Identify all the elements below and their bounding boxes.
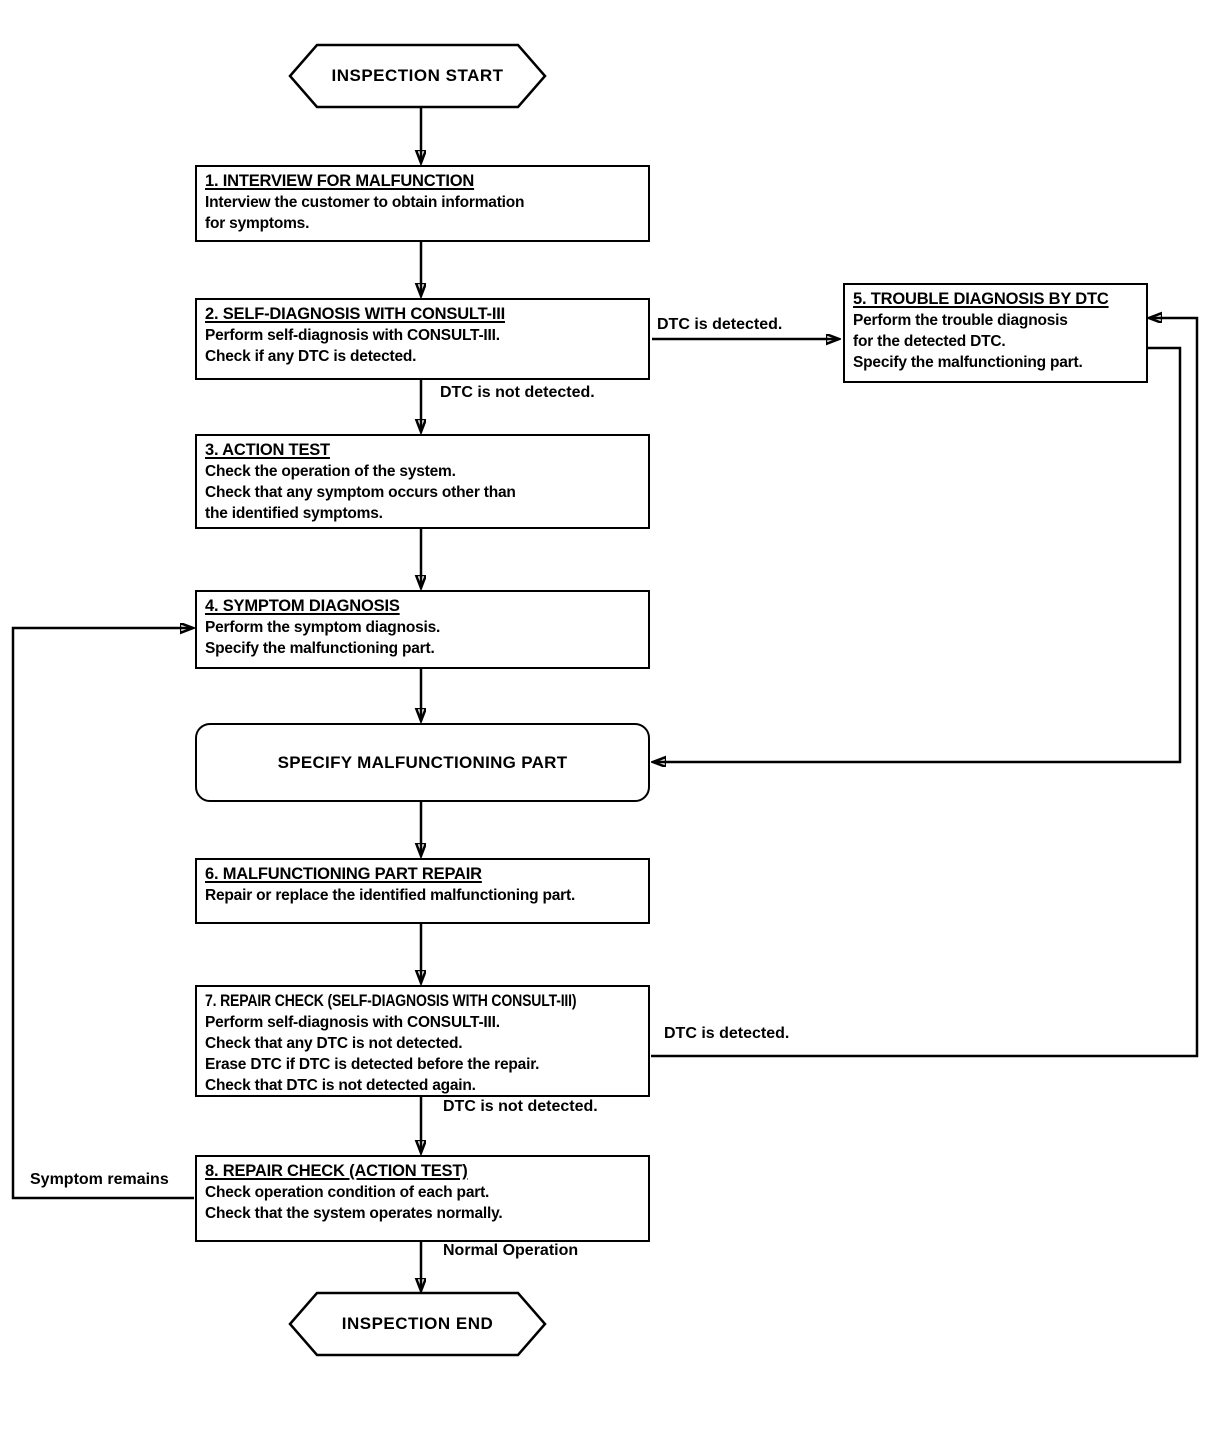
- label-normal-operation: Normal Operation: [443, 1242, 579, 1259]
- step7-title-text: 7. REPAIR CHECK (SELF-DIAGNOSIS WITH CON…: [205, 992, 577, 1010]
- step8-title: 8. REPAIR CHECK (ACTION TEST): [205, 1162, 468, 1180]
- specify-part-label: SPECIFY MALFUNCTIONING PART: [277, 753, 568, 772]
- step2-box: 2. SELF-DIAGNOSIS WITH CONSULT-III Perfo…: [195, 298, 650, 380]
- step1-box: 1. INTERVIEW FOR MALFUNCTION Interview t…: [195, 165, 650, 242]
- step5-box: 5. TROUBLE DIAGNOSIS BY DTC Perform the …: [843, 283, 1148, 383]
- step3-body: Check the operation of the system. Check…: [205, 463, 516, 522]
- step2-body: Perform self-diagnosis with CONSULT-III.…: [205, 327, 500, 365]
- label-dtc-not-detected-upper: DTC is not detected.: [440, 384, 595, 401]
- start-hexagon: [288, 43, 547, 109]
- end-node-label: INSPECTION END: [341, 1314, 494, 1333]
- start-node-label: INSPECTION START: [331, 66, 504, 85]
- step3-title: 3. ACTION TEST: [205, 441, 330, 459]
- end-hexagon: [288, 1291, 547, 1357]
- step8-box: 8. REPAIR CHECK (ACTION TEST) Check oper…: [195, 1155, 650, 1242]
- step4-title: 4. SYMPTOM DIAGNOSIS: [205, 597, 400, 615]
- step6-box: 6. MALFUNCTIONING PART REPAIR Repair or …: [195, 858, 650, 924]
- connector-step7-step5: [651, 318, 1199, 1058]
- step3-box: 3. ACTION TEST Check the operation of th…: [195, 434, 650, 529]
- label-dtc-detected-lower: DTC is detected.: [664, 1025, 790, 1042]
- step1-title: 1. INTERVIEW FOR MALFUNCTION: [205, 172, 475, 190]
- step6-body: Repair or replace the identified malfunc…: [205, 887, 576, 904]
- step6-title: 6. MALFUNCTIONING PART REPAIR: [205, 865, 482, 883]
- label-symptom-remains: Symptom remains: [30, 1171, 169, 1188]
- step7-title: 7. REPAIR CHECK (SELF-DIAGNOSIS WITH CON…: [205, 990, 640, 1012]
- step4-box: 4. SYMPTOM DIAGNOSIS Perform the symptom…: [195, 590, 650, 669]
- specify-part-box: SPECIFY MALFUNCTIONING PART: [195, 723, 650, 802]
- step4-body: Perform the symptom diagnosis. Specify t…: [205, 619, 441, 657]
- step1-body: Interview the customer to obtain informa…: [205, 194, 525, 232]
- label-dtc-not-detected-lower: DTC is not detected.: [443, 1098, 598, 1115]
- label-dtc-detected-upper: DTC is detected.: [657, 316, 783, 333]
- step5-title: 5. TROUBLE DIAGNOSIS BY DTC: [853, 290, 1109, 308]
- connector-step5-specify: [654, 346, 1182, 762]
- step7-box: 7. REPAIR CHECK (SELF-DIAGNOSIS WITH CON…: [195, 985, 650, 1097]
- step5-body: Perform the trouble diagnosis for the de…: [853, 312, 1083, 371]
- connector-step8-step4: [11, 628, 194, 1200]
- step8-body: Check operation condition of each part. …: [205, 1184, 503, 1222]
- step7-body: Perform self-diagnosis with CONSULT-III.…: [205, 1014, 540, 1094]
- step2-title: 2. SELF-DIAGNOSIS WITH CONSULT-III: [205, 305, 505, 323]
